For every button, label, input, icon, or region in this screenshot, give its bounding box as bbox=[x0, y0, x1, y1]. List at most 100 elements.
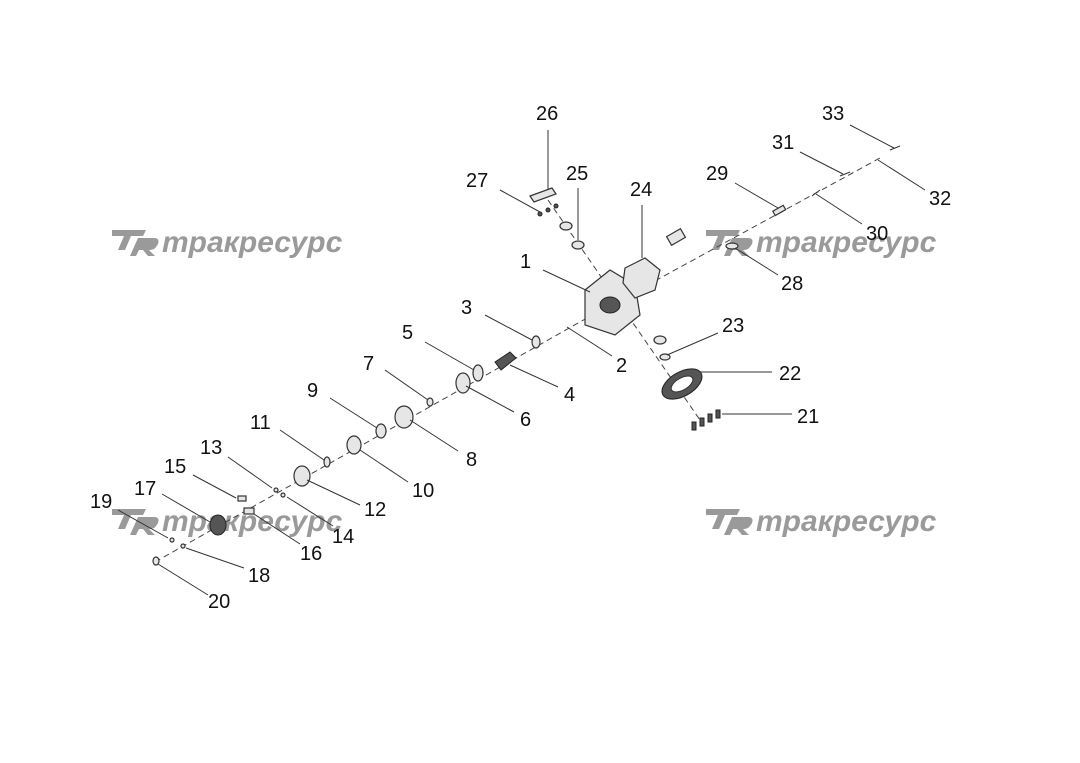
leader-1 bbox=[542, 269, 591, 293]
callout-5: 5 bbox=[402, 322, 413, 344]
leader-15 bbox=[192, 474, 237, 499]
callout-23: 23 bbox=[722, 315, 744, 337]
leader-4 bbox=[509, 364, 559, 388]
leader-7 bbox=[384, 369, 429, 401]
leader-32 bbox=[877, 159, 926, 191]
part-23 bbox=[653, 335, 667, 345]
callout-20: 20 bbox=[208, 591, 230, 613]
part-8-flange bbox=[394, 405, 414, 429]
part-12 bbox=[293, 465, 311, 487]
callout-1: 1 bbox=[520, 251, 531, 273]
callout-13: 13 bbox=[200, 437, 222, 459]
part-15 bbox=[237, 495, 247, 502]
part-1-bore bbox=[599, 296, 621, 314]
part-30 bbox=[811, 189, 821, 197]
part-11 bbox=[323, 456, 331, 468]
callout-2: 2 bbox=[616, 355, 627, 377]
leader-12 bbox=[306, 479, 361, 506]
part-21-bolts bbox=[691, 409, 721, 431]
callout-7: 7 bbox=[363, 353, 374, 375]
callout-3: 3 bbox=[461, 297, 472, 319]
part-33 bbox=[889, 145, 901, 151]
leader-31 bbox=[799, 151, 844, 175]
callout-4: 4 bbox=[564, 384, 575, 406]
parts bbox=[152, 145, 901, 566]
watermark-logo bbox=[112, 230, 159, 256]
callout-8: 8 bbox=[466, 449, 477, 471]
callout-25: 25 bbox=[566, 163, 588, 185]
leader-23 bbox=[666, 332, 719, 356]
leader-17 bbox=[161, 493, 211, 523]
part-20 bbox=[152, 556, 160, 566]
leader-11 bbox=[279, 429, 325, 461]
watermark-text: трак­ресурс bbox=[162, 226, 343, 259]
watermark-text: трак­ресурс bbox=[756, 226, 937, 259]
callout-numbers: 1 2 3 4 5 6 7 8 9 10 11 12 13 14 15 16 1… bbox=[90, 103, 951, 613]
part-16 bbox=[243, 507, 255, 515]
callout-29: 29 bbox=[706, 163, 728, 185]
leader-28 bbox=[734, 247, 779, 276]
part-14 bbox=[280, 492, 286, 498]
leader-2 bbox=[566, 326, 613, 357]
leader-6 bbox=[465, 385, 515, 413]
part-17-gear bbox=[209, 514, 227, 536]
callout-19: 19 bbox=[90, 491, 112, 513]
callout-10: 10 bbox=[412, 480, 434, 502]
callout-28: 28 bbox=[781, 273, 803, 295]
leader-29 bbox=[734, 182, 779, 209]
leader-3 bbox=[484, 314, 533, 341]
part-6 bbox=[455, 372, 471, 394]
part-31 bbox=[839, 171, 851, 177]
watermark-top-left: трак­ресурс bbox=[112, 226, 343, 259]
callout-15: 15 bbox=[164, 456, 186, 478]
callout-11: 11 bbox=[250, 412, 271, 434]
leader-27 bbox=[499, 189, 541, 213]
leader-5 bbox=[424, 341, 475, 371]
callout-21: 21 bbox=[797, 406, 819, 428]
part-9 bbox=[375, 423, 387, 439]
leader-8 bbox=[409, 419, 459, 452]
part-3 bbox=[531, 335, 541, 349]
part-29 bbox=[771, 204, 787, 217]
part-23b bbox=[659, 353, 671, 361]
part-4-pinion bbox=[494, 351, 517, 371]
callout-32: 32 bbox=[929, 188, 951, 210]
part-18 bbox=[180, 543, 186, 549]
part-13 bbox=[273, 487, 279, 493]
callout-6: 6 bbox=[520, 409, 531, 431]
part-25 bbox=[559, 221, 573, 231]
part-19 bbox=[169, 537, 175, 543]
watermark-logo bbox=[706, 509, 753, 535]
leader-9 bbox=[329, 397, 378, 429]
callout-31: 31 bbox=[772, 132, 794, 154]
part-24-differential bbox=[622, 257, 661, 299]
callout-27: 27 bbox=[466, 170, 488, 192]
callout-22: 22 bbox=[779, 363, 801, 385]
part-24-cap bbox=[665, 227, 687, 247]
part-7 bbox=[426, 397, 434, 407]
watermark-bottom-right: трак­ресурс bbox=[706, 505, 937, 538]
callout-9: 9 bbox=[307, 380, 318, 402]
leader-10 bbox=[359, 449, 409, 483]
leader-16 bbox=[253, 513, 301, 545]
leader-13 bbox=[227, 456, 273, 489]
leader-30 bbox=[815, 193, 863, 225]
watermark-logo bbox=[112, 509, 159, 535]
watermark-text: трак­ресурс bbox=[756, 505, 937, 538]
callout-14: 14 bbox=[332, 526, 354, 548]
watermark-top-right: трак­ресурс bbox=[706, 226, 937, 259]
callout-30: 30 bbox=[866, 223, 888, 245]
leader-19 bbox=[117, 509, 169, 539]
part-26 bbox=[529, 187, 557, 203]
callout-26: 26 bbox=[536, 103, 558, 125]
part-10 bbox=[346, 435, 362, 455]
callout-24: 24 bbox=[630, 179, 652, 201]
part-28 bbox=[725, 242, 739, 250]
part-25b bbox=[571, 240, 585, 250]
callout-33: 33 bbox=[822, 103, 844, 125]
leader-14 bbox=[286, 496, 334, 527]
callout-12: 12 bbox=[364, 499, 386, 521]
callout-16: 16 bbox=[300, 543, 322, 565]
leader-20 bbox=[157, 563, 209, 596]
